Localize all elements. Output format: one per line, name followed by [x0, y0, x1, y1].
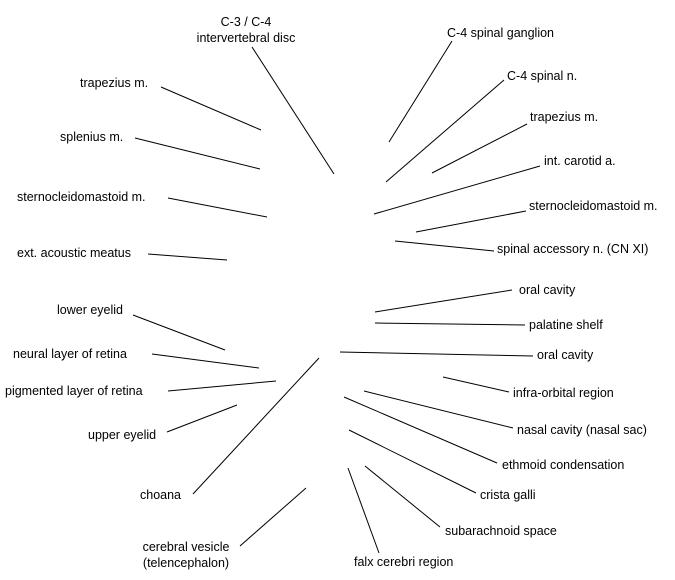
label-trapezius-left: trapezius m. — [80, 76, 149, 90]
leader-int-carotid — [373, 165, 541, 215]
leader-sternocleidomastoid-right — [415, 210, 527, 233]
label-neural-retina: neural layer of retina — [13, 347, 127, 361]
leader-spinal-accessory — [394, 240, 495, 252]
leader-c4-spinal-ganglion — [388, 40, 453, 143]
leader-falx-cerebri — [347, 467, 380, 554]
leader-c3-c4-disc — [251, 46, 335, 175]
leader-cerebral-vesicle — [239, 487, 307, 547]
label-oral-cavity-1: oral cavity — [519, 283, 576, 297]
label-palatine-shelf: palatine shelf — [529, 318, 603, 332]
label-ethmoid: ethmoid condensation — [502, 458, 625, 472]
leader-crista-galli — [348, 429, 477, 494]
label-int-carotid: int. carotid a. — [544, 154, 616, 168]
leader-subarachnoid — [364, 465, 441, 528]
label-splenius: splenius m. — [60, 130, 124, 144]
leader-c4-spinal-n — [385, 79, 505, 183]
leader-lower-eyelid — [132, 314, 226, 351]
label-cerebral-vesicle-line2: (telencephalon) — [142, 556, 230, 570]
label-falx-cerebri: falx cerebri region — [354, 555, 454, 569]
label-spinal-accessory: spinal accessory n. (CN XI) — [497, 242, 649, 256]
leader-nasal-cavity — [363, 390, 514, 429]
label-c4-spinal-ganglion: C-4 spinal ganglion — [447, 26, 555, 40]
label-infra-orbital: infra-orbital region — [513, 386, 614, 400]
leader-sternocleidomastoid-left — [167, 197, 268, 218]
label-cerebral-vesicle: cerebral vesicle (telencephalon) — [128, 539, 244, 571]
label-ext-acoustic-meatus: ext. acoustic meatus — [17, 246, 131, 260]
leader-ethmoid — [343, 396, 498, 464]
label-nasal-cavity: nasal cavity (nasal sac) — [517, 423, 647, 437]
label-sternocleidomastoid-right: sternocleidomastoid m. — [529, 199, 658, 213]
leader-trapezius-right — [431, 123, 528, 174]
leader-splenius — [134, 137, 261, 170]
label-sternocleidomastoid-left: sternocleidomastoid m. — [17, 190, 146, 204]
label-cerebral-vesicle-line1: cerebral vesicle — [142, 540, 230, 554]
leader-palatine-shelf — [374, 322, 526, 326]
label-c3-c4-disc: C-3 / C-4 intervertebral disc — [188, 14, 304, 46]
leader-upper-eyelid — [166, 404, 238, 433]
label-c3-c4-disc-line2: intervertebral disc — [196, 31, 296, 45]
label-c3-c4-disc-line1: C-3 / C-4 — [220, 15, 272, 29]
label-choana: choana — [140, 488, 182, 502]
label-subarachnoid: subarachnoid space — [445, 524, 557, 538]
label-trapezius-right: trapezius m. — [530, 110, 599, 124]
label-upper-eyelid: upper eyelid — [88, 428, 157, 442]
leader-neural-retina — [151, 353, 260, 369]
leader-pigmented-retina — [167, 380, 277, 392]
leader-infra-orbital — [442, 376, 510, 393]
label-oral-cavity-2: oral cavity — [537, 348, 594, 362]
label-lower-eyelid: lower eyelid — [57, 303, 124, 317]
leader-oral-cavity-1 — [374, 289, 513, 313]
leader-ext-acoustic-meatus — [147, 253, 228, 261]
leader-choana — [192, 357, 320, 495]
leader-oral-cavity-2 — [339, 351, 534, 357]
label-c4-spinal-n: C-4 spinal n. — [507, 69, 578, 83]
leader-trapezius-left — [160, 86, 262, 131]
label-pigmented-retina: pigmented layer of retina — [5, 384, 143, 398]
label-crista-galli: crista galli — [480, 488, 536, 502]
